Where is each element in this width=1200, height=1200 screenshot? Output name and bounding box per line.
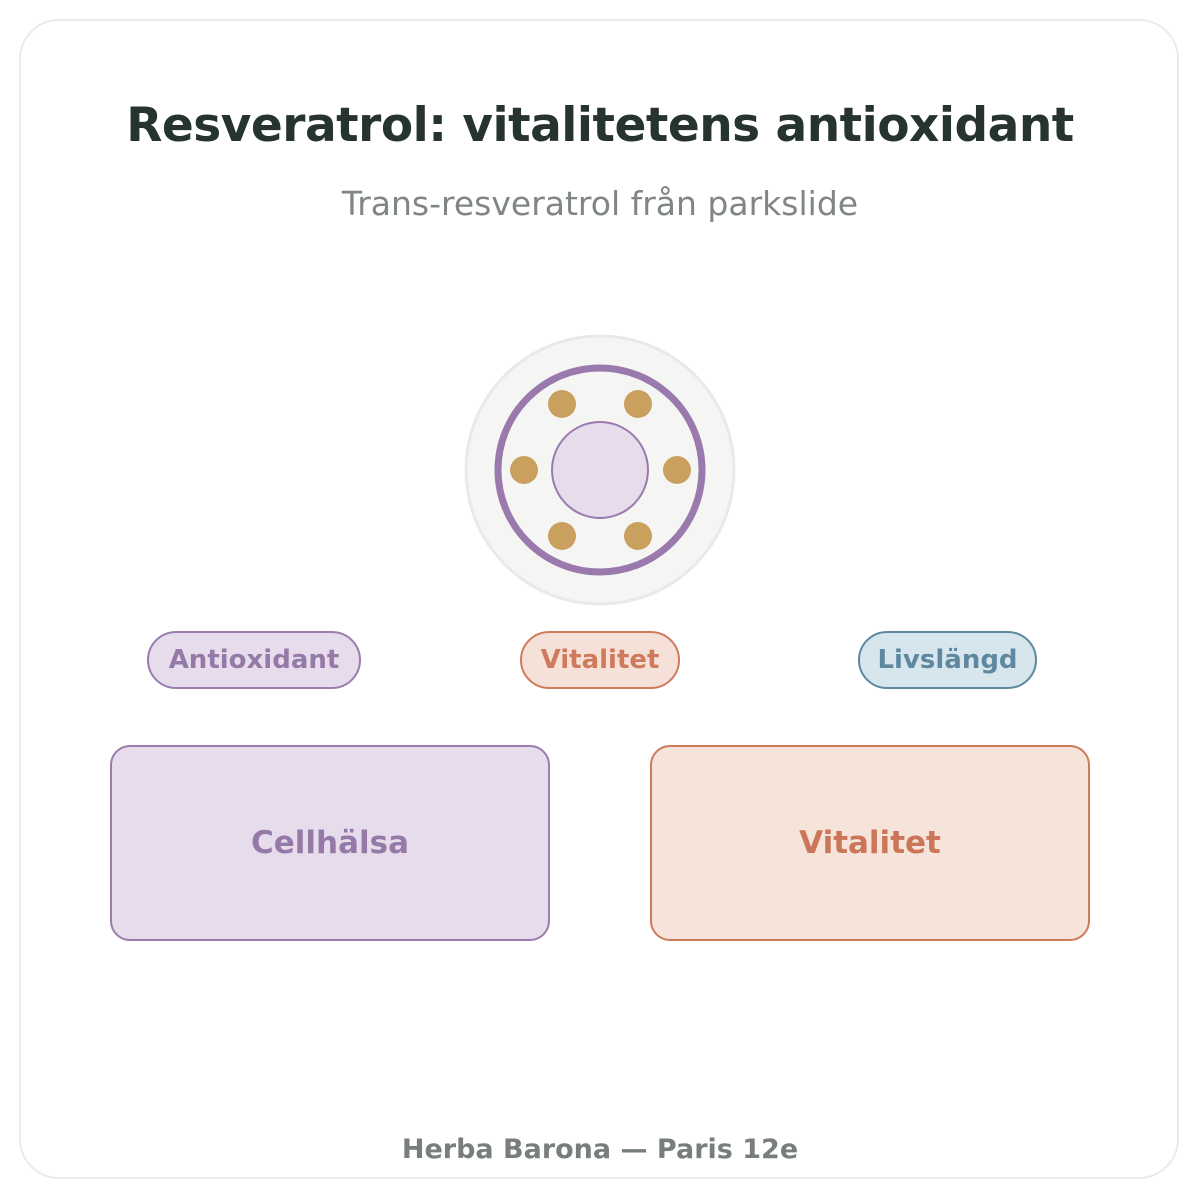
resveratrol-molecule-icon — [464, 334, 736, 606]
page-subtitle: Trans-resveratrol från parkslide — [341, 184, 859, 223]
molecule-core — [551, 421, 649, 519]
tag-antioxidant: Antioxidant — [147, 631, 361, 689]
molecule-atom — [548, 390, 576, 418]
box-vitalitet: Vitalitet — [650, 745, 1090, 941]
molecule-atom — [548, 522, 576, 550]
box-cellhalsa-label: Cellhälsa — [250, 825, 409, 861]
tag-livslangd: Livslängd — [858, 631, 1037, 689]
tag-vitalitet: Vitalitet — [520, 631, 680, 689]
molecule-atom — [663, 456, 691, 484]
footer-credit: Herba Barona — Paris 12e — [401, 1134, 799, 1165]
box-vitalitet-label: Vitalitet — [799, 825, 941, 861]
molecule-ring — [494, 364, 706, 576]
box-cellhalsa: Cellhälsa — [110, 745, 550, 941]
molecule-atom — [510, 456, 538, 484]
page-title: Resveratrol: vitalitetens antioxidant — [126, 98, 1074, 153]
molecule-atom — [624, 522, 652, 550]
molecule-atom — [624, 390, 652, 418]
